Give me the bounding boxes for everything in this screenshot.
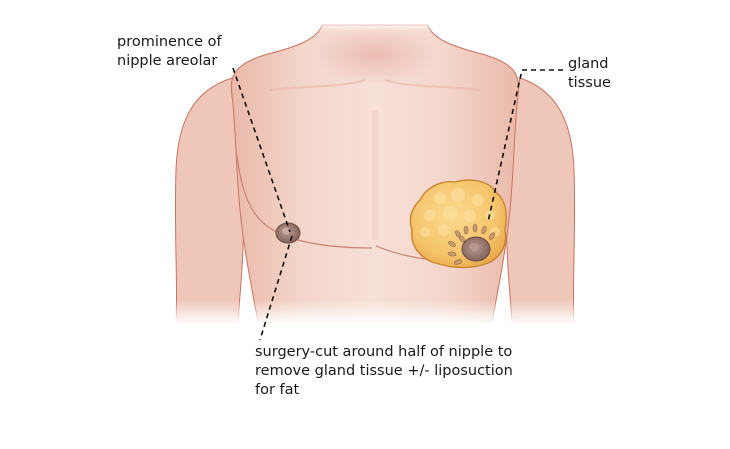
gland-tissue-mass <box>409 179 507 269</box>
label-surgery-description: surgery-cut around half of nipple to rem… <box>255 344 513 398</box>
leader-line-surgery <box>259 235 293 341</box>
left-pectoral-line <box>235 149 373 249</box>
leader-line-nipple <box>232 67 291 233</box>
left-nipple <box>275 222 301 244</box>
right-arm <box>506 77 576 323</box>
leader-line-gland <box>487 69 563 223</box>
label-nipple-prominence: prominence of nipple areolar <box>117 34 222 69</box>
left-arm <box>174 77 244 323</box>
label-gland-tissue: gland tissue <box>568 56 611 91</box>
